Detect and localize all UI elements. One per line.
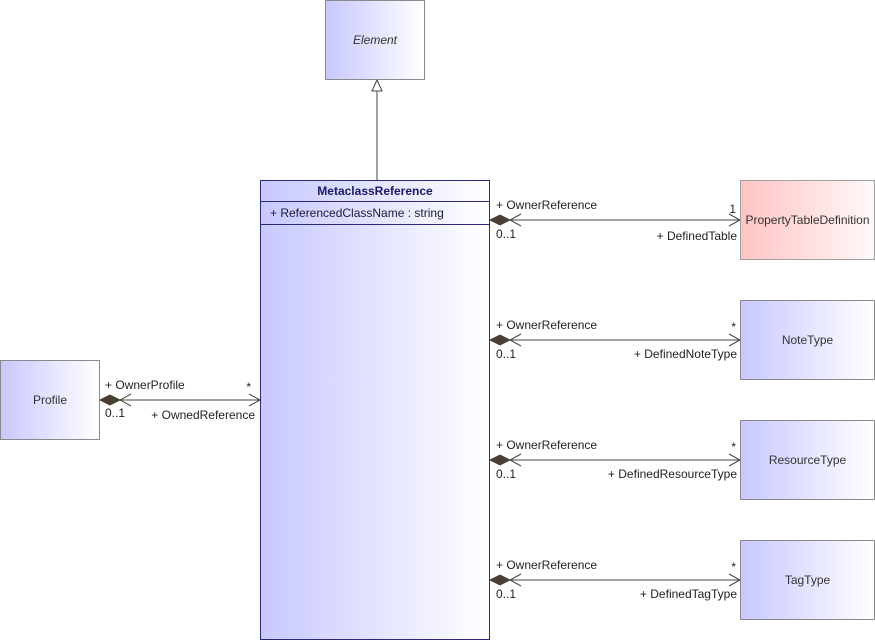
owned-reference-edge [98, 393, 262, 407]
multiplicity-label: 0..1 [105, 406, 126, 420]
navigation-arrowhead [508, 573, 522, 587]
class-metaclass-reference[interactable]: MetaclassReference + ReferencedClassName… [260, 180, 490, 640]
class-note-type-name: NoteType [781, 333, 834, 347]
class-metaclass-reference-name: MetaclassReference [261, 181, 489, 202]
multiplicity-label: * [246, 380, 251, 394]
class-resource-type-name: ResourceType [768, 453, 847, 467]
defined-tag-type-edge [488, 573, 742, 587]
role-label: + OwnerReference [496, 318, 598, 332]
multiplicity-label: 0..1 [496, 227, 517, 241]
class-profile[interactable]: Profile [0, 360, 100, 440]
multiplicity-label: * [731, 320, 736, 334]
attribute-referenced-class-name: + ReferencedClassName : string [261, 202, 489, 225]
multiplicity-label: 0..1 [496, 587, 517, 601]
defined-note-type-edge [488, 333, 742, 347]
class-profile-name: Profile [32, 393, 67, 407]
class-property-table-definition[interactable]: PropertyTableDefinition [740, 180, 875, 260]
multiplicity-label: 0..1 [496, 467, 517, 481]
multiplicity-label: * [731, 560, 736, 574]
composition-diamond [488, 454, 512, 466]
role-label: + DefinedResourceType [607, 467, 737, 481]
role-label: + DefinedTagType [639, 587, 737, 601]
role-label: + OwnerProfile [105, 378, 185, 392]
defined-table-edge [488, 213, 742, 227]
class-element[interactable]: Element [325, 0, 425, 80]
composition-diamond [488, 214, 512, 226]
navigation-arrowhead [118, 393, 132, 407]
role-label: + OwnedReference [151, 408, 255, 422]
navigation-arrowhead [508, 333, 522, 347]
role-label: + DefinedTable [656, 229, 737, 243]
class-element-name: Element [352, 33, 398, 47]
role-label: + DefinedNoteType [633, 347, 737, 361]
generalization-edge [371, 78, 383, 180]
composition-diamond [98, 394, 122, 406]
class-tag-type-name: TagType [784, 573, 831, 587]
role-label: + OwnerReference [496, 558, 598, 572]
multiplicity-label: 0..1 [496, 347, 517, 361]
composition-diamond [488, 574, 512, 586]
class-tag-type[interactable]: TagType [740, 540, 875, 620]
class-resource-type[interactable]: ResourceType [740, 420, 875, 500]
navigation-arrowhead [508, 453, 522, 467]
class-note-type[interactable]: NoteType [740, 300, 875, 380]
class-property-table-definition-name: PropertyTableDefinition [745, 213, 870, 227]
defined-resource-type-edge [488, 453, 742, 467]
generalization-arrowhead [371, 78, 383, 92]
multiplicity-label: * [731, 440, 736, 454]
role-label: + OwnerReference [496, 438, 598, 452]
composition-diamond [488, 334, 512, 346]
role-label: + OwnerReference [496, 198, 598, 212]
navigation-arrowhead [508, 213, 522, 227]
multiplicity-label: 1 [729, 202, 736, 216]
